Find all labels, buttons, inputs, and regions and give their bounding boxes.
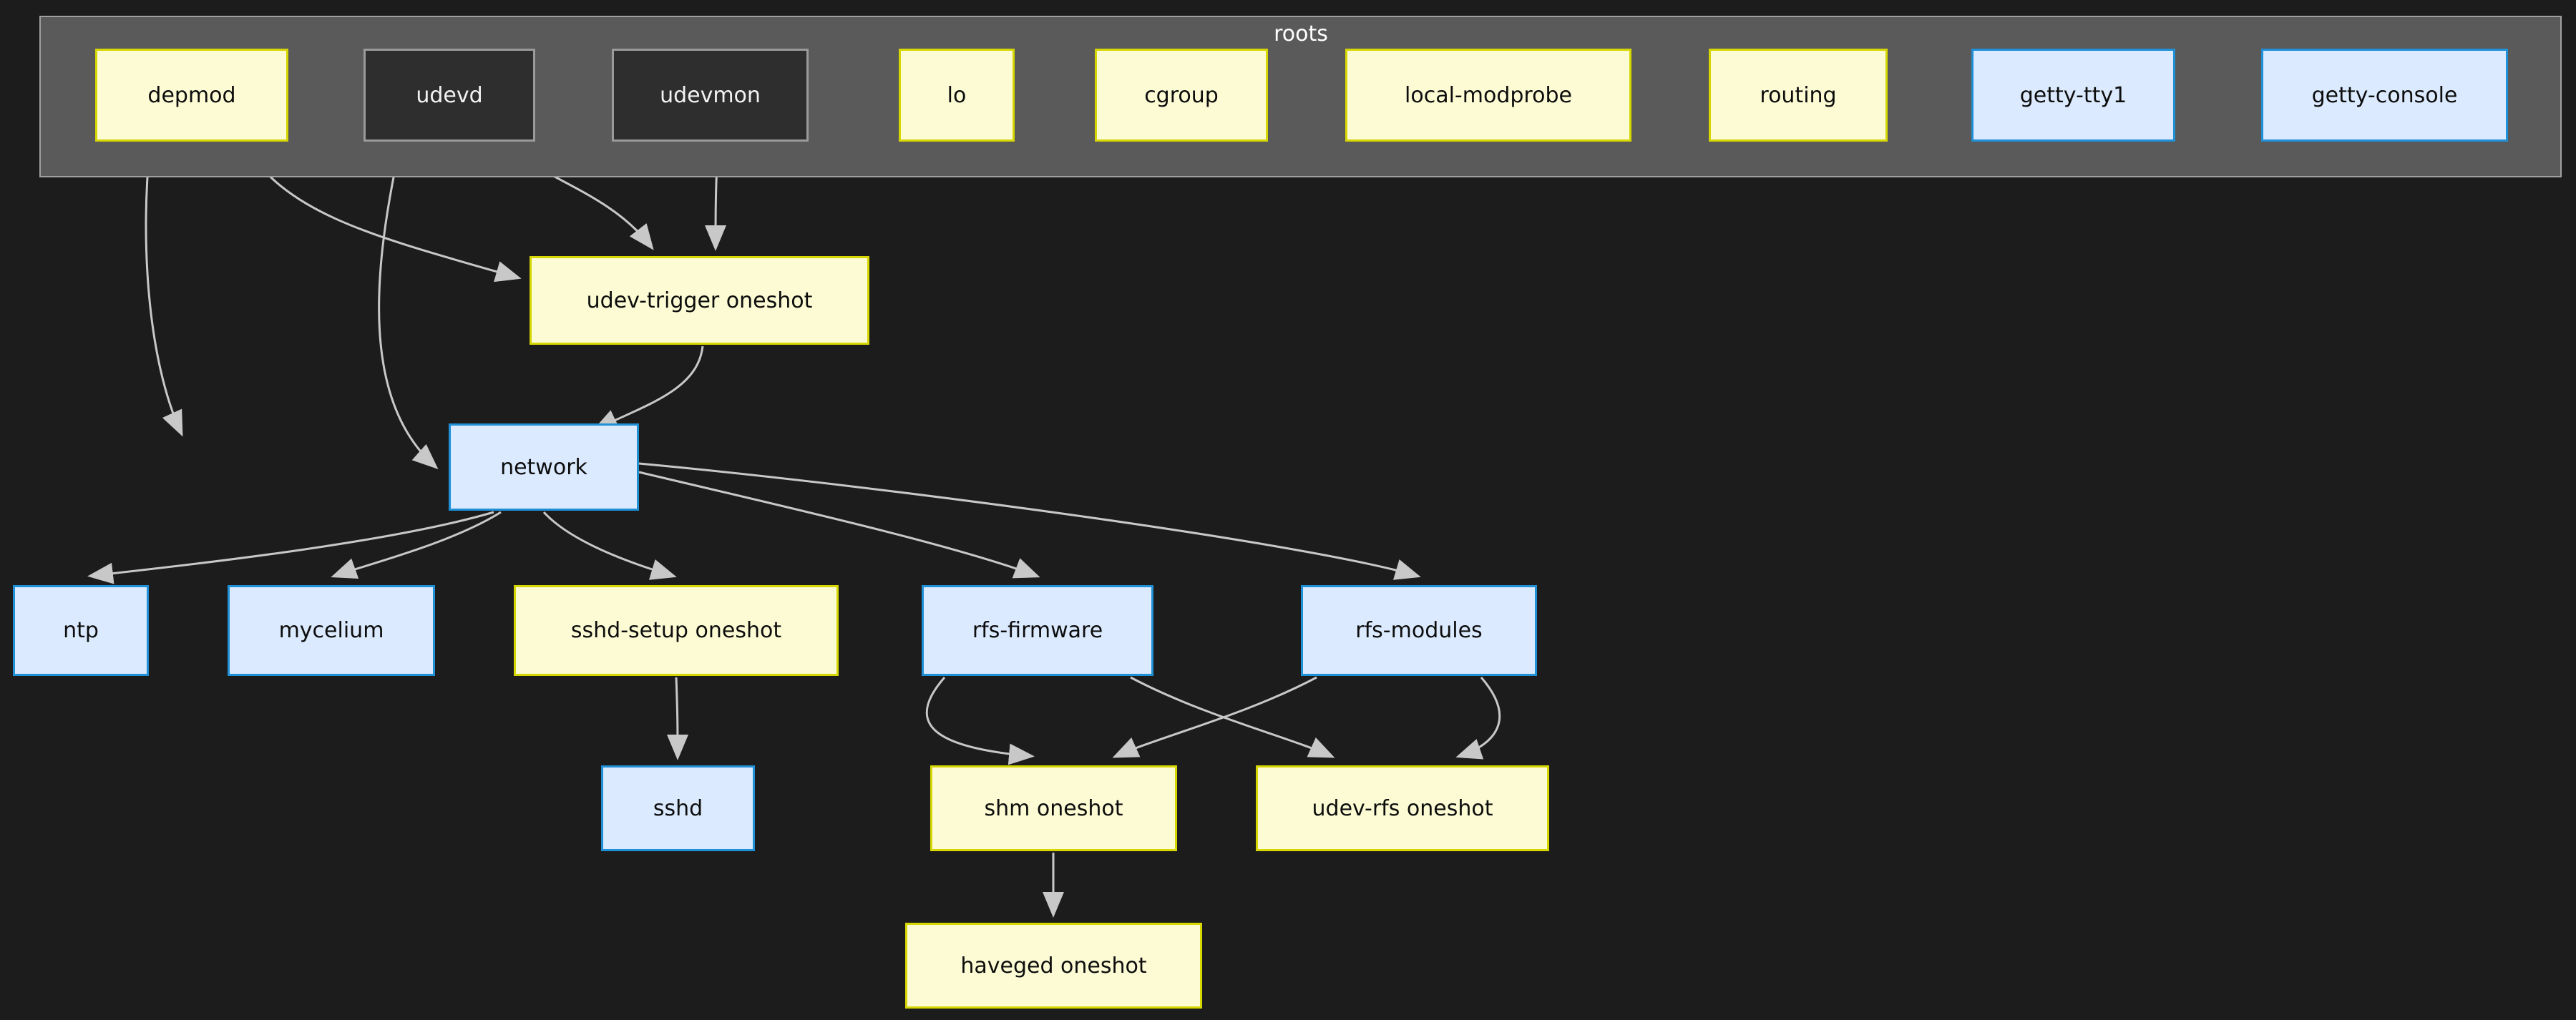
edge-network-to-rfs-modules (638, 462, 1421, 580)
node-label: getty-tty1 (2019, 82, 2127, 108)
node-label: udev-rfs oneshot (1312, 795, 1493, 821)
edge-udev-trigger-to-network (592, 345, 704, 431)
node-label: ntp (63, 618, 99, 643)
edge-rfs-modules-to-shm (1112, 676, 1317, 758)
node-rfs-modules[interactable]: rfs-modules (1301, 585, 1537, 676)
edge-udevd-to-network (378, 142, 439, 470)
node-sshd[interactable]: sshd (601, 765, 755, 851)
node-label: mycelium (278, 618, 384, 643)
node-cgroup[interactable]: cgroup (1095, 49, 1268, 142)
edge-sshd-setup-to-sshd (666, 677, 688, 760)
edge-network-to-ntp (87, 511, 494, 584)
node-label: udevmon (660, 82, 761, 108)
node-lo[interactable]: lo (899, 49, 1015, 142)
node-getty-console[interactable]: getty-console (2261, 49, 2508, 142)
node-label: sshd-setup oneshot (570, 618, 782, 643)
node-label: rfs-modules (1355, 618, 1483, 643)
node-routing[interactable]: routing (1709, 49, 1888, 142)
edge-network-to-sshd-setup (542, 511, 677, 580)
node-local-modprobe[interactable]: local-modprobe (1345, 49, 1631, 142)
node-network[interactable]: network (449, 423, 639, 511)
edge-rfs-firmware-to-udev-rfs (1130, 676, 1335, 758)
node-haveged[interactable]: haveged oneshot (905, 923, 1202, 1009)
edge-rfs-modules-to-udev-rfs (1455, 677, 1501, 760)
node-depmod[interactable]: depmod (95, 49, 288, 142)
node-udevd[interactable]: udevd (364, 49, 535, 142)
node-udev-rfs[interactable]: udev-rfs oneshot (1256, 765, 1549, 851)
edge-rfs-firmware-to-shm (925, 677, 1035, 765)
node-rfs-firmware[interactable]: rfs-firmware (922, 585, 1153, 676)
node-label: routing (1760, 82, 1837, 108)
node-label: network (500, 454, 587, 480)
node-label: haveged oneshot (960, 953, 1147, 979)
edge-network-to-mycelium (331, 511, 502, 579)
node-label: cgroup (1144, 82, 1219, 108)
node-ntp[interactable]: ntp (13, 585, 149, 676)
node-label: sshd (653, 795, 703, 821)
node-label: udev-trigger oneshot (586, 288, 813, 313)
node-label: lo (947, 82, 967, 108)
node-shm[interactable]: shm oneshot (930, 765, 1177, 851)
node-mycelium[interactable]: mycelium (228, 585, 435, 676)
node-label: local-modprobe (1405, 82, 1572, 108)
cluster-roots-label: roots (1274, 21, 1328, 46)
edge-network-to-rfs-firmware (638, 471, 1040, 579)
node-label: rfs-firmware (972, 618, 1103, 643)
node-sshd-setup[interactable]: sshd-setup oneshot (514, 585, 839, 676)
node-udev-trigger[interactable]: udev-trigger oneshot (530, 256, 869, 345)
node-label: depmod (147, 82, 236, 108)
edge-depmod-to-network (145, 142, 183, 437)
node-getty-tty1[interactable]: getty-tty1 (1971, 49, 2175, 142)
node-label: getty-console (2311, 82, 2458, 108)
node-label: shm oneshot (984, 795, 1123, 821)
node-label: udevd (416, 82, 483, 108)
node-udevmon[interactable]: udevmon (612, 49, 809, 142)
